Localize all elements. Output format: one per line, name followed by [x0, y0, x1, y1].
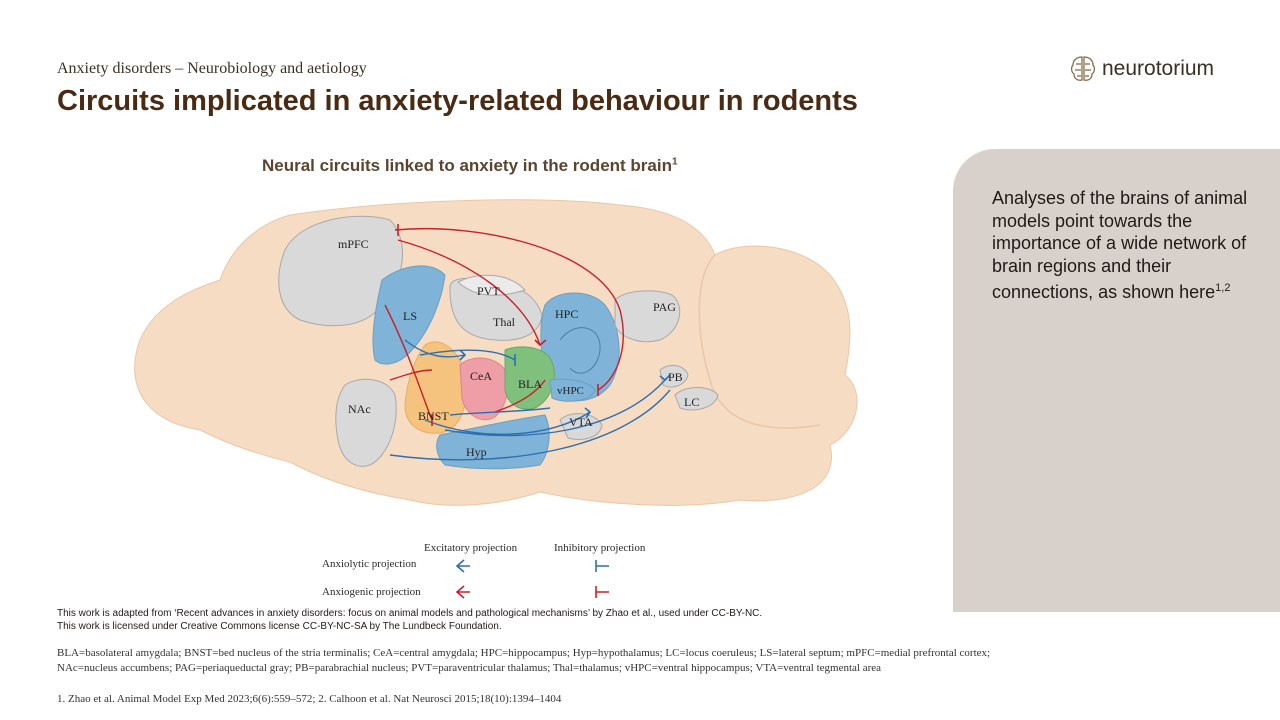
- terminal-excitatory-blue: [459, 349, 467, 361]
- abbreviations-line-2: NAc=nucleus accumbens; PAG=periaqueducta…: [57, 662, 882, 674]
- label-pvt: PVT: [477, 284, 500, 298]
- projection-anxiolytic-6: [449, 407, 551, 416]
- terminal-excitatory-blue: [584, 407, 592, 419]
- label-vhpc: vHPC: [557, 385, 584, 397]
- abbreviations: BLA=basolateral amygdala; BNST=bed nucle…: [57, 646, 1157, 676]
- brain-circuit-diagram: mPFC LS PVT Thal HPC PAG CeA BLA vHPC PB…: [134, 199, 858, 506]
- section-subtitle: Anxiety disorders – Neurobiology and aet…: [57, 60, 367, 77]
- region-cea-shape: [459, 357, 509, 421]
- credit-line-2: This work is licensed under Creative Com…: [57, 621, 502, 632]
- projection-anxiolytic-2: [419, 349, 516, 361]
- label-cea: CeA: [470, 369, 492, 383]
- cerebellum-boundary: [698, 254, 821, 429]
- label-ls: LS: [403, 309, 417, 323]
- credit-notice: This work is adapted from ‘Recent advanc…: [57, 607, 762, 633]
- credit-line-1: This work is adapted from ‘Recent advanc…: [57, 608, 763, 619]
- region-pb-shape: [659, 364, 689, 388]
- projection-anxiogenic-3: [384, 304, 433, 421]
- projection-anxiogenic-2: [397, 239, 541, 346]
- neurotorium-brain-icon: [1070, 56, 1096, 81]
- abbreviations-line-1: BLA=basolateral amygdala; BNST=bed nucle…: [57, 647, 991, 659]
- terminal-excitatory-red: [534, 339, 547, 347]
- region-vhpc-shape: [549, 378, 596, 402]
- projection-legend: Excitatory projection Inhibitory project…: [300, 536, 680, 606]
- label-vta: VTA: [569, 415, 593, 429]
- neurotorium-logo[interactable]: neurotorium: [1070, 53, 1214, 85]
- page-title: Circuits implicated in anxiety-related b…: [57, 85, 858, 117]
- label-thal: Thal: [493, 315, 516, 329]
- projection-anxiolytic-5: [389, 389, 671, 461]
- label-mpfc: mPFC: [338, 237, 369, 251]
- legend-excitatory-anxiolytic-icon: [455, 559, 470, 573]
- projection-anxiogenic-5: [389, 369, 433, 381]
- label-nac: NAc: [348, 402, 371, 416]
- side-panel-refs: 1,2: [1215, 282, 1231, 294]
- figure-title: Neural circuits linked to anxiety in the…: [262, 156, 678, 175]
- terminal-excitatory-blue: [659, 374, 671, 382]
- legend-excitatory-header: Excitatory projection: [424, 542, 518, 554]
- region-pag-shape: [614, 290, 681, 343]
- region-ls-shape: [372, 265, 446, 365]
- legend-excitatory-anxiogenic-icon: [455, 585, 470, 599]
- legend-inhibitory-header: Inhibitory projection: [554, 542, 646, 554]
- legend-inhibitory-anxiogenic-icon: [595, 586, 609, 598]
- projection-anxiolytic-3: [424, 411, 591, 435]
- projection-anxiogenic-4: [494, 379, 546, 413]
- legend-anxiolytic-label: Anxiolytic projection: [322, 558, 417, 570]
- label-pag: PAG: [653, 300, 676, 314]
- legend-anxiogenic-label: Anxiogenic projection: [322, 586, 421, 598]
- hpc-inner-curve: [559, 327, 601, 374]
- figure-title-ref: 1: [671, 156, 678, 168]
- side-panel: [953, 149, 1280, 612]
- region-lc-shape: [674, 387, 719, 411]
- references: 1. Zhao et al. Animal Model Exp Med 2023…: [57, 693, 562, 705]
- legend-symbols: [455, 559, 609, 599]
- label-pb: PB: [668, 370, 683, 384]
- label-hpc: HPC: [555, 307, 578, 321]
- region-bnst-shape: [404, 341, 467, 434]
- legend-inhibitory-anxiolytic-icon: [595, 560, 609, 572]
- label-hyp: Hyp: [466, 445, 487, 459]
- side-panel-text: Analyses of the brains of animal models …: [992, 188, 1248, 302]
- projection-anxiogenic-1: [394, 227, 624, 391]
- projection-anxiolytic-4: [444, 379, 666, 437]
- label-lc: LC: [684, 395, 699, 409]
- region-pvt-shape: [457, 274, 526, 296]
- projection-anxiolytic-1: [404, 339, 466, 358]
- logo-text: neurotorium: [1102, 57, 1215, 80]
- region-nac-shape: [335, 378, 397, 467]
- label-bnst: BNST: [418, 409, 449, 423]
- label-bla: BLA: [518, 377, 542, 391]
